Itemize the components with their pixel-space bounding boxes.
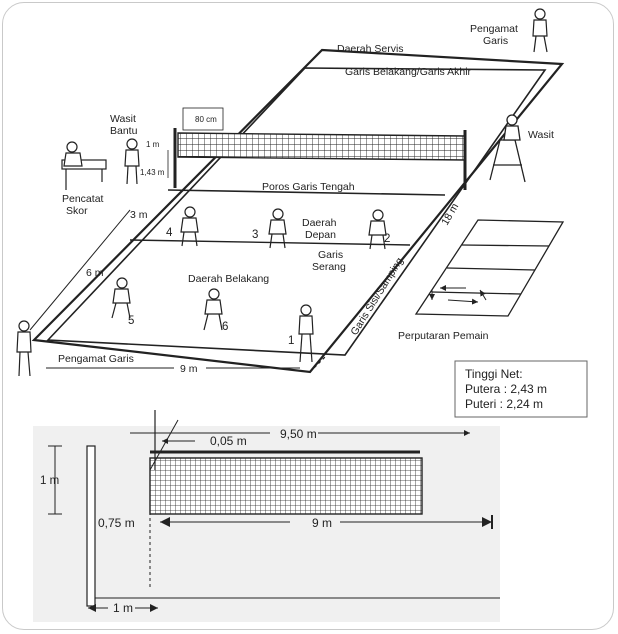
net-height-box: Tinggi Net: Putera : 2,43 m Puteri : 2,2… [454,360,588,418]
corner-dashed-line [309,355,327,373]
score-table [61,141,107,190]
player-figures [16,8,548,377]
label-pengamat-garis-top-2: Garis [483,35,508,47]
net-mesh [177,132,466,161]
label-daerah-depan-2: Depan [305,229,336,241]
label-dim-6m: 6 m [86,267,104,279]
dim-net-075m: 0,75 m [98,516,135,530]
label-pengamat-garis-bottom: Pengamat Garis [58,353,134,365]
position-1: 1 [288,335,294,347]
label-daerah-belakang: Daerah Belakang [188,273,269,285]
dim-net-950m: 9,50 m [280,427,317,441]
label-perputaran-pemain: Perputaran Pemain [398,330,489,342]
label-poros-garis-tengah: Poros Garis Tengah [262,181,355,193]
net-detail-diagram: 1 m 9,50 m 0,05 m 0,75 m 9 m 1 m [33,410,500,622]
label-net-1m: 1 m [146,140,160,149]
label-daerah-servis: Daerah Servis [337,43,404,55]
label-daerah-depan-1: Daerah [302,217,337,229]
court-outline [46,67,547,356]
position-3: 3 [252,229,258,241]
rotation-grid [414,219,565,317]
net-height-puteri: Puteri : 2,24 m [465,397,543,411]
label-pencatat-skor-2: Skor [66,205,88,217]
referee-stand [489,114,526,183]
label-dim-18m: 18 m [439,201,461,227]
label-wasit: Wasit [528,129,554,141]
dim-net-height-1m: 1 m [40,475,59,487]
dim-net-post-1m: 1 m [113,601,133,615]
position-4: 4 [166,227,173,239]
dim-line-left [29,209,131,331]
label-net-80cm: 80 cm [195,115,217,124]
net-detail-mesh [149,457,423,515]
position-2: 2 [384,233,390,245]
label-garis-serang-2: Serang [312,261,346,273]
net-height-title: Tinggi Net: [465,367,523,381]
position-5: 5 [128,315,134,327]
label-garis-belakang: Garis Belakang/Garis Akhir [345,66,472,78]
label-dim-3m: 3 m [130,209,148,221]
label-garis-serang-1: Garis [318,249,343,261]
label-dim-9m-court: 9 m [180,363,198,375]
center-line [167,189,446,196]
label-pencatat-skor-1: Pencatat [62,193,104,205]
service-area-outline [31,48,565,374]
label-garis-sisi: Garis Sisi/Samping [348,255,406,337]
position-6: 6 [222,321,228,333]
label-wasit-bantu-2: Bantu [110,125,138,137]
dim-net-005m: 0,05 m [210,434,247,448]
attack-line [129,239,411,246]
label-pengamat-garis-top-1: Pengamat [470,23,518,35]
label-net-143m: 1,43 m [140,168,165,177]
court-net [167,107,467,190]
dim-net-9m: 9 m [312,516,332,530]
net-height-putera: Putera : 2,43 m [465,382,547,396]
court-perspective [29,48,565,374]
label-wasit-bantu-1: Wasit [110,113,136,125]
